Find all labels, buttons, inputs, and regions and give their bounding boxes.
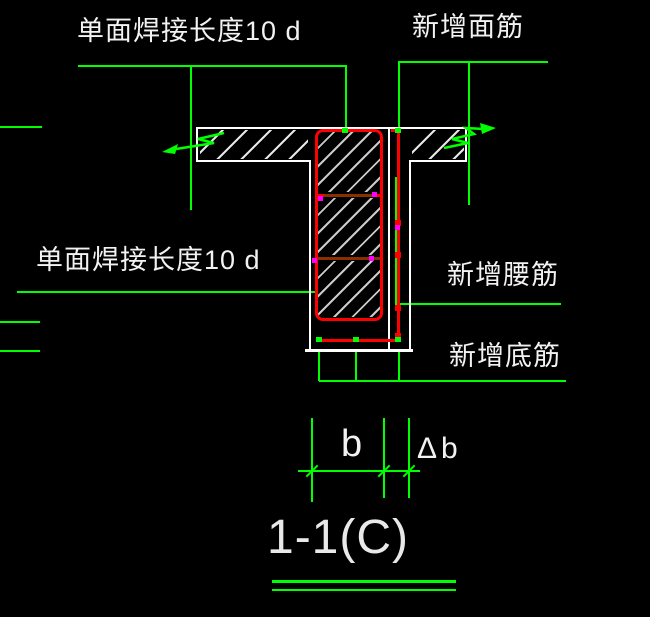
beam-hatch-block xyxy=(318,198,380,255)
new-top-bar-dot xyxy=(342,128,348,133)
leader-bottom-bars xyxy=(319,380,566,382)
construction-joint-1 xyxy=(318,194,380,197)
magenta-marker xyxy=(318,196,323,201)
label-new-top-bars: 新增面筋 xyxy=(412,12,524,42)
beam-bottom-edge xyxy=(305,349,413,352)
new-bottom-bar-dot xyxy=(395,337,401,342)
bottom-bar-leader-3 xyxy=(398,352,400,381)
break-arrow-right-icon xyxy=(443,123,496,150)
magenta-marker xyxy=(395,225,400,230)
joint-1-end-cap xyxy=(374,194,380,197)
slab-bottom-edge-right xyxy=(409,160,467,162)
dimension-label-delta-b: Δb xyxy=(417,432,462,465)
new-bottom-bar-dot xyxy=(353,337,359,342)
rebar-dot xyxy=(395,305,401,311)
new-bottom-bar-dot xyxy=(316,337,322,342)
left-reference-line-top xyxy=(0,126,42,128)
slab-top-edge xyxy=(196,127,467,129)
bottom-bar-leader-1 xyxy=(318,352,320,381)
underline-weld-mid xyxy=(17,291,318,293)
new-waist-bar-line xyxy=(395,177,397,305)
label-new-waist-bars: 新增腰筋 xyxy=(447,260,559,290)
label-weld-length-top: 单面焊接长度10 d xyxy=(77,16,302,46)
underline-new-top-bars xyxy=(400,61,548,63)
bottom-bar-leader-2 xyxy=(355,352,357,381)
rebar-dot xyxy=(395,252,401,258)
left-reference-line-bottom xyxy=(0,350,40,352)
beam-hatch-block xyxy=(318,261,380,317)
leader-weld-top-vertical xyxy=(190,67,192,210)
magenta-marker xyxy=(312,258,317,263)
rebar-dot xyxy=(395,333,401,339)
rebar-dot xyxy=(395,220,401,226)
magenta-marker xyxy=(369,256,374,261)
new-top-bar-dot xyxy=(395,128,401,133)
title-underline-1 xyxy=(272,580,456,583)
section-title: 1-1(C) xyxy=(267,511,410,564)
dimension-label-b: b xyxy=(341,423,363,465)
leader-top-bars-left-vertical xyxy=(398,61,400,132)
left-reference-line-mid xyxy=(0,321,40,323)
dim-extension-right xyxy=(408,418,410,498)
leader-waist-bars xyxy=(396,303,561,305)
break-arrow-left-icon xyxy=(162,131,225,154)
original-stirrup xyxy=(315,129,383,321)
dim-line xyxy=(298,470,420,472)
underline-weld-top xyxy=(78,65,347,67)
joint-1-end-cap xyxy=(318,194,324,197)
dim-extension-middle xyxy=(383,418,385,498)
construction-joint-2 xyxy=(318,257,380,260)
new-stirrup-leg xyxy=(397,130,400,342)
title-underline-2 xyxy=(272,589,456,591)
label-weld-length-mid: 单面焊接长度10 d xyxy=(36,245,261,275)
beam-widening-divider xyxy=(388,127,390,352)
magenta-marker xyxy=(372,192,377,197)
label-new-bottom-bars: 新增底筋 xyxy=(449,341,561,371)
beam-right-edge xyxy=(409,160,411,352)
slab-bottom-edge-left xyxy=(196,160,311,162)
beam-hatch-block xyxy=(318,131,380,192)
beam-left-edge xyxy=(309,160,311,352)
dim-extension-left xyxy=(311,418,313,502)
leader-to-top-bar-dot xyxy=(345,65,347,131)
